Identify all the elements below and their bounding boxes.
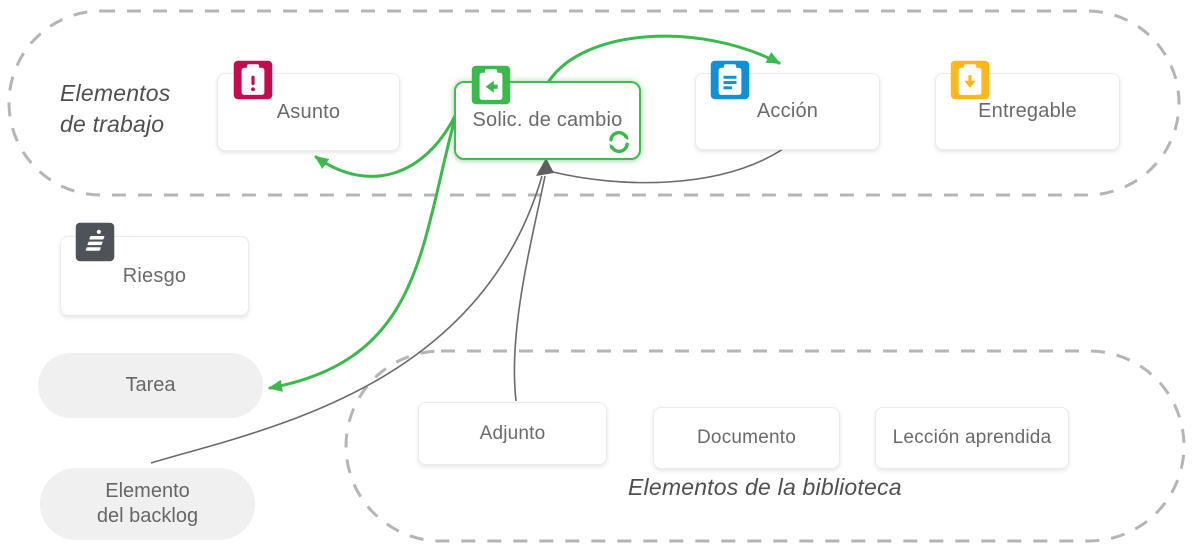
node-documento[interactable]: Documento <box>653 407 840 469</box>
node-tarea[interactable]: Tarea <box>38 353 263 418</box>
node-label: Solic. de cambio <box>472 109 623 131</box>
node-label: Lección aprendida <box>892 427 1052 448</box>
clipboard-arrow-left-icon <box>471 65 511 105</box>
node-label-line2: del backlog <box>96 505 199 527</box>
node-label: Riesgo <box>122 264 187 287</box>
edge-solicitud-tarea <box>268 120 456 392</box>
node-adjunto[interactable]: Adjunto <box>418 402 607 465</box>
node-label-line1: Elemento <box>105 480 190 502</box>
node-label: Documento <box>697 427 796 448</box>
node-riesgo[interactable]: Riesgo <box>60 222 249 316</box>
sync-icon <box>609 130 629 154</box>
node-label: Acción <box>756 100 819 122</box>
node-label: Adjunto <box>479 422 546 444</box>
node-asunto[interactable]: Asunto <box>217 60 400 151</box>
node-label: Tarea <box>125 374 176 396</box>
node-elemento-del-backlog[interactable]: Elemento del backlog <box>40 468 255 540</box>
node-label: Entregable <box>978 100 1077 122</box>
clipboard-arrow-down-icon <box>950 60 990 100</box>
clipboard-exclamation-icon <box>233 60 273 100</box>
node-accion[interactable]: Acción <box>695 60 880 150</box>
node-label: Asunto <box>276 100 341 123</box>
library-items-group-label: Elementos de la biblioteca <box>628 474 902 500</box>
node-entregable[interactable]: Entregable <box>935 60 1120 150</box>
risk-hazard-icon <box>75 222 115 262</box>
edge-adjunto-solicitud <box>513 175 546 402</box>
node-leccion-aprendida[interactable]: Lección aprendida <box>875 407 1069 469</box>
clipboard-list-icon <box>710 60 750 100</box>
node-solicitud-de-cambio[interactable]: Solic. de cambio <box>454 65 641 160</box>
gray-arrowhead-icon <box>536 158 554 176</box>
work-items-group-label: Elementos de trabajo <box>60 80 171 138</box>
